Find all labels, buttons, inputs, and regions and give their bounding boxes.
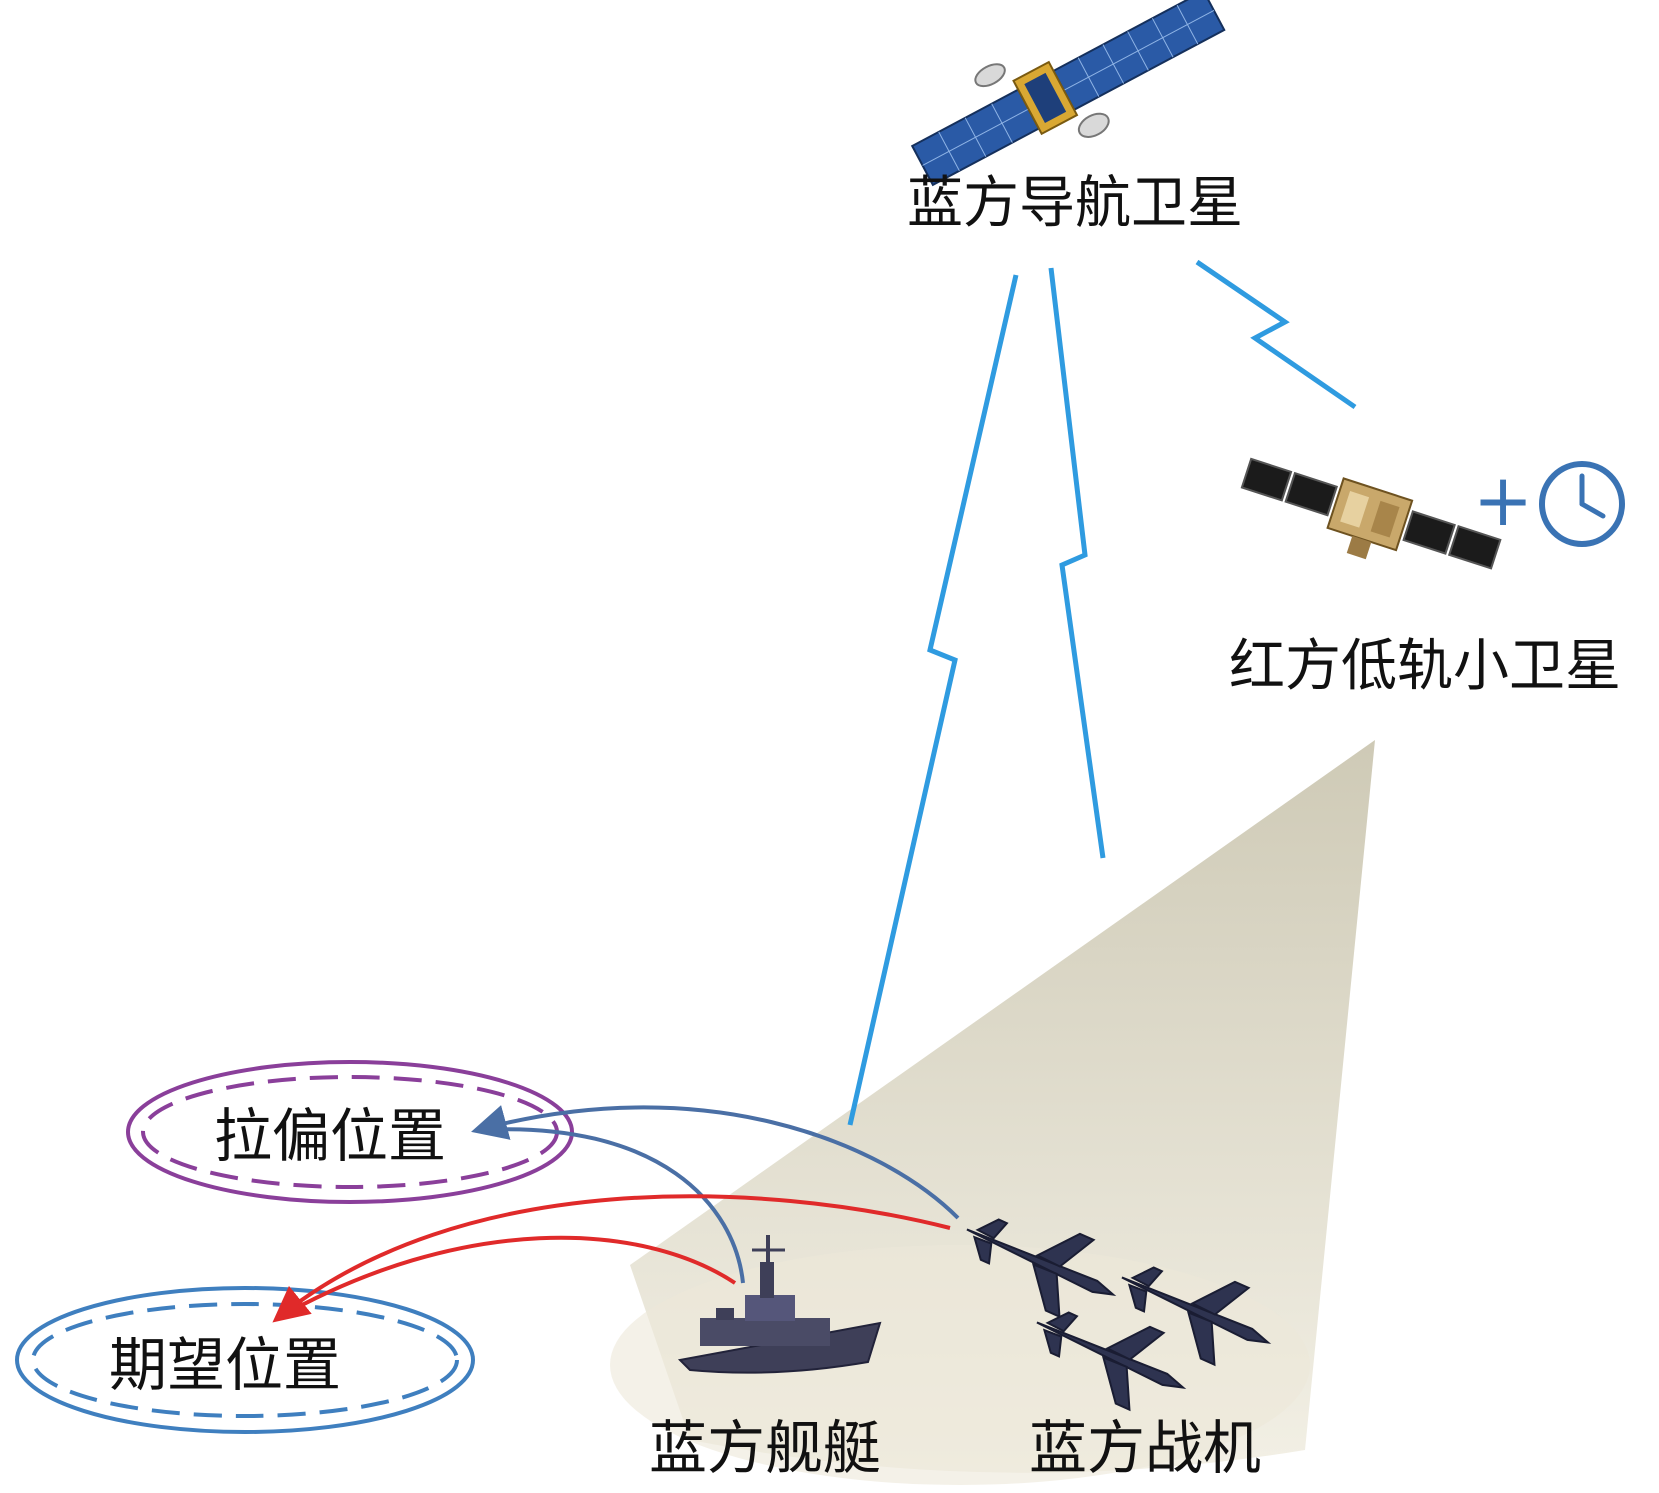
plus-sign: + (1473, 458, 1533, 542)
blue-ship-label: 蓝方舰艇 (649, 1414, 881, 1482)
intended-arrow-from-fighters (272, 1194, 951, 1323)
link-signal-bolt (1195, 259, 1357, 410)
blue-nav-satellite-icon (910, 0, 1226, 187)
clock-icon (1539, 461, 1625, 547)
spoof-arrow-from-fighters (471, 1105, 960, 1220)
spoofed-position-label: 拉偏位置 (214, 1102, 446, 1170)
nav-signal-bolt-left (847, 274, 1019, 1126)
blue-fighters-label: 蓝方战机 (1029, 1414, 1261, 1482)
red-leo-smallsat-icon (1240, 457, 1502, 570)
blue-ship-icon (677, 1235, 882, 1374)
intended-arrow-from-ship (277, 1235, 737, 1320)
expected-position-ring (15, 1286, 475, 1434)
expected-position-label: 期望位置 (109, 1331, 341, 1399)
nav-signal-bolt-right (1048, 267, 1106, 859)
red-leo-smallsat-label: 红方低轨小卫星 (1229, 634, 1621, 699)
spoof-arrow-from-ship (477, 1127, 745, 1284)
blue-nav-satellite-label: 蓝方导航卫星 (907, 171, 1243, 236)
blue-fighters-icon (966, 1218, 1272, 1412)
